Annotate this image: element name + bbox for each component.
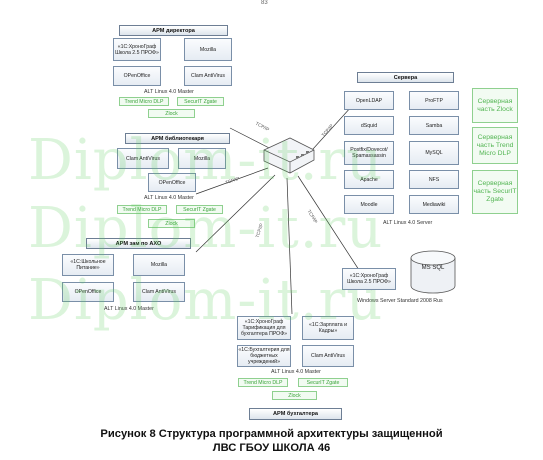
app-box: Mediawiki	[409, 195, 459, 214]
link-librarian	[195, 167, 269, 195]
app-box: Moodle	[344, 195, 394, 214]
accountant-title: АРМ бухгалтера	[249, 408, 342, 420]
page-number: 83	[261, 0, 268, 6]
app-box: Apache	[344, 170, 394, 189]
app-box: Clam AntiVirus	[302, 345, 354, 367]
database-icon	[410, 250, 456, 294]
server-protection-box: Серверная часть Trend Micro DLP	[472, 127, 518, 164]
os-label: Windows Server Standard 2008 Rus	[357, 298, 443, 304]
router-icon	[263, 137, 315, 174]
os-label: ALT Linux 4.0 Master	[144, 195, 194, 201]
server-protection-box: Серверная часть Zlock	[472, 88, 518, 123]
figure-caption-line1: Рисунок 8 Структура программной архитект…	[100, 428, 443, 440]
app-box: «1С:ХроноГраф Школа 2.5 ПРОФ»	[342, 268, 396, 290]
app-box: NFS	[409, 170, 459, 189]
app-box: «1С:Бухгалтерия для бюджетных учреждений…	[237, 345, 291, 367]
app-box: Clam AntiVirus	[133, 282, 185, 302]
app-box: Mozilla	[184, 38, 232, 61]
app-box: «1С:Школьное Питание»	[62, 254, 114, 276]
app-box: Clam AntiVirus	[184, 66, 232, 86]
app-box: «1С:ХроноГраф Школа 2.5 ПРОФ»	[113, 38, 161, 61]
figure-caption-line2: ЛВС ГБОУ ШКОЛА 46	[212, 442, 331, 454]
link-aho	[195, 174, 276, 253]
app-box: Mozilla	[178, 148, 226, 169]
app-box: dSquid	[344, 116, 394, 135]
app-box: OpenLDAP	[344, 91, 394, 110]
app-box: OPenOffice	[62, 282, 114, 302]
protection-box: Zlock	[148, 109, 195, 118]
app-box: OPenOffice	[113, 66, 161, 86]
protection-box: Zlock	[148, 219, 195, 228]
database-label: MS SQL	[421, 265, 445, 271]
protection-box: SecurIT Zgate	[177, 97, 224, 106]
protection-box: Zlock	[272, 391, 317, 400]
app-box: ProFTP	[409, 91, 459, 110]
os-label: ALT Linux 4.0 Master	[271, 369, 321, 375]
protection-box: Trend Micro DLP	[117, 205, 167, 214]
app-box: OPenOffice	[148, 173, 196, 192]
link-accountant	[286, 177, 293, 315]
os-label: ALT Linux 4.0 Server	[383, 220, 433, 226]
app-box: MySQL	[409, 141, 459, 165]
app-box: Mozilla	[133, 254, 185, 276]
app-box: «1С:Зарплата и Кадры»	[302, 316, 354, 340]
os-label: ALT Linux 4.0 Master	[104, 306, 154, 312]
app-box: «1С:ХроноГраф Тарификация для бухгалтера…	[237, 316, 291, 340]
app-box: Samba	[409, 116, 459, 135]
os-label: ALT Linux 4.0 Master	[144, 89, 194, 95]
librarian-title: АРМ библиотекаря	[125, 133, 230, 144]
app-box: Clam AntiVirus	[117, 148, 169, 169]
server-protection-box: Серверная часть SecurIT Zgate	[472, 170, 518, 214]
director-title: АРМ директора	[119, 25, 228, 36]
protection-box: SecurIT Zgate	[298, 378, 348, 387]
protection-box: SecurIT Zgate	[176, 205, 223, 214]
aho-title: АРМ зам по АХО	[86, 238, 191, 249]
protection-box: Trend Micro DLP	[119, 97, 169, 106]
protection-box: Trend Micro DLP	[238, 378, 288, 387]
servers-title: Сервера	[357, 72, 454, 83]
app-box: Postfix/Dovecot/ Spamassassin	[344, 141, 394, 165]
